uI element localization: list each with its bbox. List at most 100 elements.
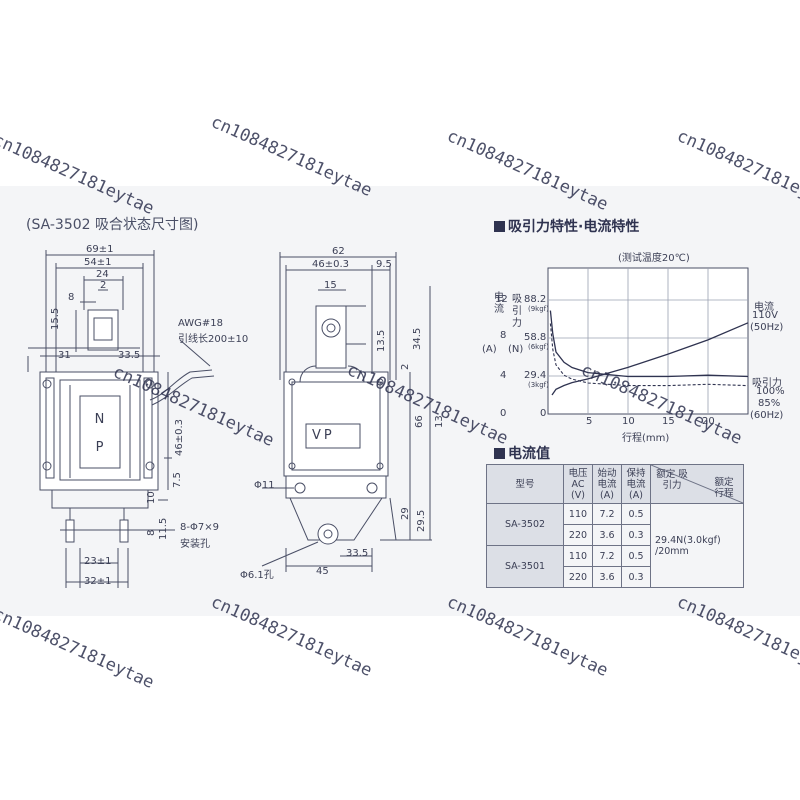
dim-label: 45: [316, 566, 329, 577]
rated-value-cell: 29.4N(3.0kgf) /20mm: [650, 503, 744, 588]
chart-series-layer: [549, 310, 749, 396]
table-heading: 电流值: [494, 443, 550, 463]
chart-series-force-100-line: [549, 310, 749, 378]
section-marker-icon: [494, 448, 505, 459]
table-row: SA-3502 110 7.2 0.5 29.4N(3.0kgf) /20mm: [486, 503, 744, 588]
y-force-kgf: (9kgf): [528, 305, 549, 313]
voltage-cell: 220: [563, 524, 593, 546]
dim-label: 29: [400, 507, 411, 520]
y-force-kgf: (6kgf): [528, 343, 549, 351]
y-current-tick: 4: [500, 370, 507, 381]
legend-force-freq: (60Hz): [750, 410, 784, 421]
dim-label: 2: [400, 363, 411, 370]
legend-force-100: 100%: [756, 386, 785, 397]
dim-label: 33.5: [346, 548, 369, 559]
chart-heading: 吸引力特性·电流特性: [494, 216, 639, 236]
dim-label: 7.5: [172, 472, 183, 488]
dim-label: 13.5: [376, 329, 387, 352]
chart-condition: (测试温度20℃): [618, 253, 690, 264]
drawing-title: (SA-3502 吸合状态尺寸图): [26, 217, 199, 233]
mounting-holes-note: 安装孔: [180, 539, 210, 550]
chart-series-force-85-line: [549, 323, 749, 387]
wire-gauge-label: AWG#18: [178, 318, 224, 329]
header-start-current: 始动 电流 (A): [592, 464, 622, 504]
x-axis-label: 行程(mm): [622, 433, 670, 444]
start-current-cell: 3.6: [592, 566, 622, 588]
header-model: 型号: [486, 464, 564, 504]
diagonal-divider: [651, 465, 743, 503]
chart-frame: [547, 267, 749, 415]
x-tick: 20: [702, 416, 715, 427]
dim-label: 54±1: [84, 257, 112, 268]
y-force-tick: 29.4: [524, 370, 547, 381]
chart-series-current-line: [551, 322, 749, 396]
table-row: 220 3.6 0.3: [487, 524, 744, 546]
y-force-kgf: (3kgf): [528, 381, 549, 389]
x-tick: 10: [622, 416, 635, 427]
y-force-axis-unit: (N): [508, 344, 524, 355]
dim-label: 8: [68, 292, 75, 303]
legend-force-label: 吸引力: [752, 378, 782, 389]
hold-current-cell: 0.3: [621, 524, 651, 546]
y-current-tick: 12: [495, 294, 508, 305]
dim-label: 33.5: [118, 350, 141, 361]
voltage-cell: 110: [563, 545, 593, 567]
dim-label: 13: [434, 415, 445, 428]
model-cell: SA-3502: [486, 503, 564, 546]
hole-diameter-label: Φ6.1孔: [240, 570, 274, 581]
coil-label: VP: [312, 428, 335, 443]
dim-label: 31: [58, 350, 71, 361]
coil-label: N P: [92, 412, 107, 454]
y-current-tick: 8: [500, 330, 507, 341]
table-header-row: 型号 电压 AC (V) 始动 电流 (A) 保持 电流 (A) 额定 吸引力 …: [486, 464, 744, 504]
header-voltage: 电压 AC (V): [563, 464, 593, 504]
dim-label: 10: [146, 491, 157, 504]
header-rated-force: 额定 吸引力: [656, 469, 688, 491]
model-cell: SA-3501: [486, 545, 564, 588]
start-current-cell: 3.6: [592, 524, 622, 546]
y-force-tick: 0: [540, 408, 547, 419]
dim-label: 62: [332, 246, 345, 257]
y-force-tick: 58.8: [524, 332, 547, 343]
dim-label: 34.5: [412, 327, 423, 350]
y-force-axis-label: 吸引力: [512, 294, 522, 329]
header-rated: 额定 吸引力 额定 行程: [650, 464, 744, 504]
dim-label: 46±0.3: [174, 418, 185, 456]
header-hold-current: 保持 电流 (A): [621, 464, 651, 504]
start-current-cell: 7.2: [592, 503, 622, 525]
section-marker-icon: [494, 221, 505, 232]
table-row: 220 3.6 0.3: [487, 566, 744, 588]
dim-label: 46±0.3: [312, 259, 350, 270]
legend-current-label: 电流: [754, 302, 774, 313]
current-values-table: 型号 电压 AC (V) 始动 电流 (A) 保持 电流 (A) 额定 吸引力 …: [486, 464, 744, 588]
dim-label: 69±1: [86, 244, 114, 255]
dim-label: 66: [414, 415, 425, 428]
hold-current-cell: 0.5: [621, 503, 651, 525]
table-row: SA-3501 110 7.2 0.5: [486, 545, 744, 588]
dim-label: 15: [324, 280, 337, 291]
lead-length-label: 引线长200±10: [178, 334, 249, 345]
voltage-cell: 220: [563, 566, 593, 588]
start-current-cell: 7.2: [592, 545, 622, 567]
y-current-tick: 0: [500, 408, 507, 419]
x-tick: 15: [662, 416, 675, 427]
y-current-axis-unit: (A): [482, 344, 497, 355]
dim-label: 23±1: [84, 556, 112, 567]
dim-label: 24: [96, 269, 109, 280]
y-force-tick: 88.2: [524, 294, 547, 305]
dim-label: 8: [146, 529, 157, 536]
mounting-holes-label: 8-Φ7×9: [180, 522, 219, 533]
dim-label: 32±1: [84, 576, 112, 587]
dim-label: 29.5: [416, 509, 427, 532]
header-rated-stroke: 额定 行程: [714, 477, 734, 499]
dim-label: 15.5: [50, 307, 61, 330]
hold-current-cell: 0.5: [621, 545, 651, 567]
legend-current-voltage: 110V: [752, 310, 778, 321]
voltage-cell: 110: [563, 503, 593, 525]
legend-force-85: 85%: [758, 398, 781, 409]
y-current-axis-label: 电流: [494, 292, 504, 315]
dim-label: 2: [100, 280, 107, 291]
x-tick: 5: [586, 416, 593, 427]
dim-label: 11.5: [158, 517, 169, 540]
